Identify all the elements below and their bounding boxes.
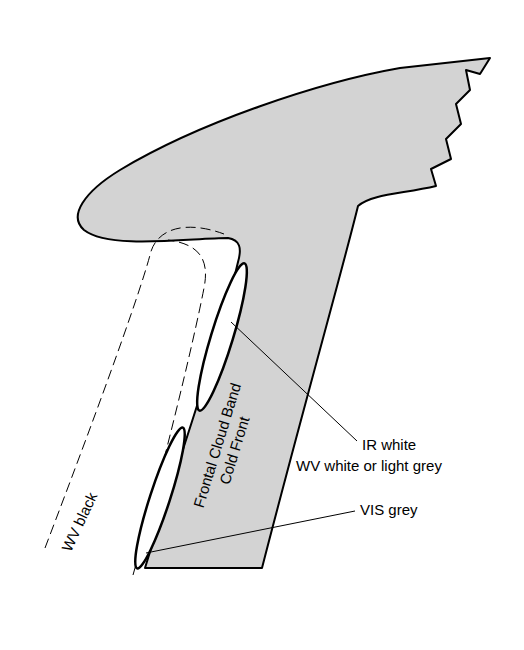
wv-boundary-dashed	[45, 227, 224, 548]
feature-ellipse	[128, 425, 193, 572]
annotation-label: WV white or light grey	[296, 457, 442, 475]
annotation-label: VIS grey	[360, 501, 418, 519]
leader-line	[146, 511, 355, 553]
leader-line	[231, 322, 357, 441]
feature-ellipse	[189, 260, 255, 414]
wv-boundary-dashed	[133, 240, 206, 575]
annotation-label: WV black	[58, 489, 101, 554]
annotation-label: IR white	[362, 436, 416, 454]
cloud-band-outline	[78, 58, 490, 568]
